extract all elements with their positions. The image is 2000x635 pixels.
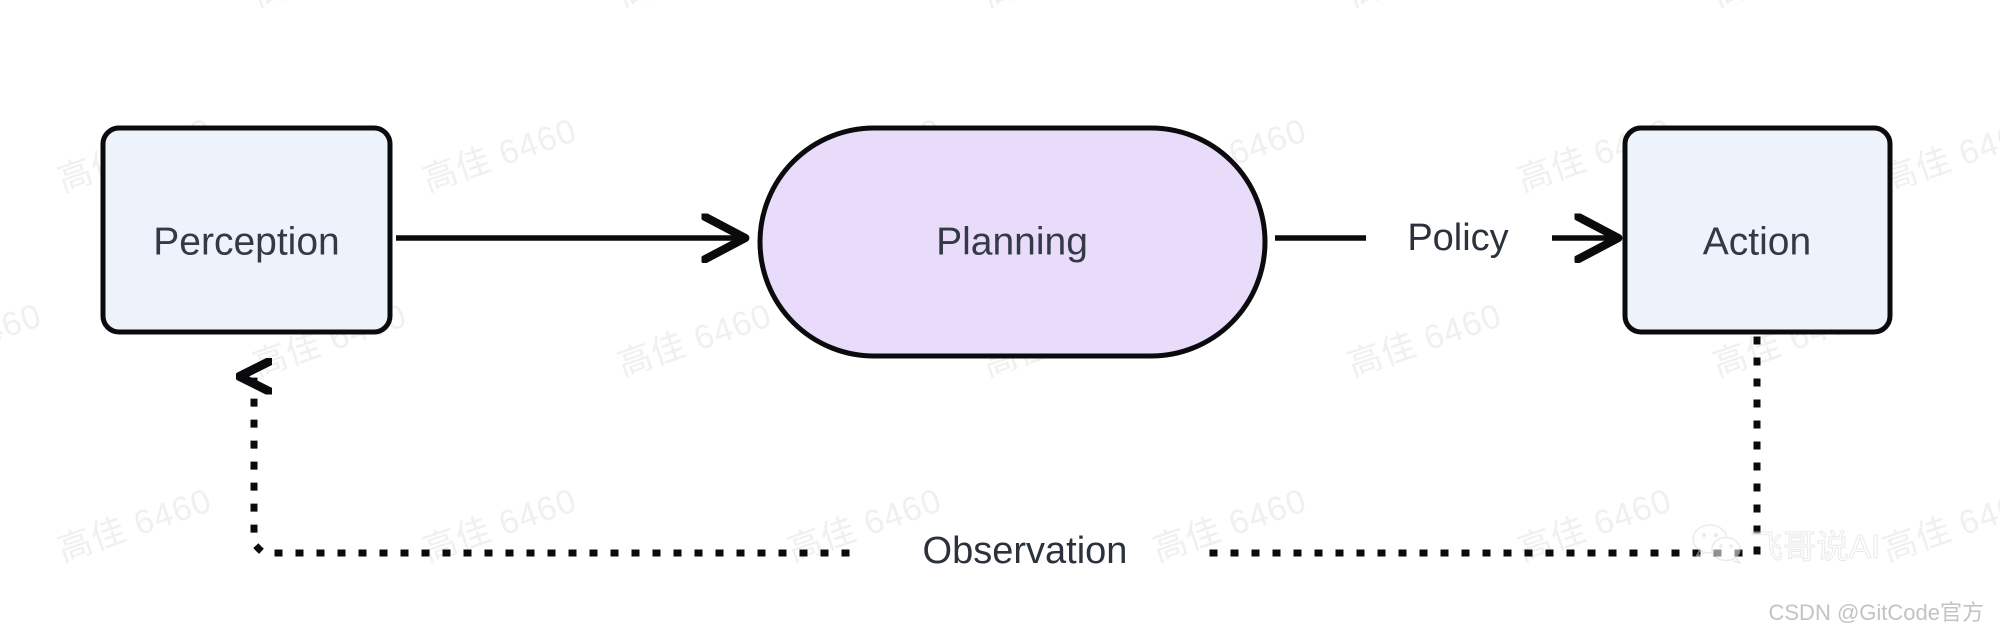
edge-observation-path-left: [254, 368, 850, 557]
node-planning[interactable]: Planning: [757, 125, 1268, 359]
edge-label-policy: Policy: [1407, 217, 1508, 259]
node-perception-label: Perception: [153, 220, 339, 263]
edge-observation-path-right: [1201, 336, 1761, 557]
csdn-credit: CSDN @GitCode官方: [1768, 600, 1985, 625]
node-perception[interactable]: Perception: [100, 125, 393, 335]
node-action[interactable]: Action: [1622, 125, 1893, 335]
node-action-label: Action: [1703, 220, 1811, 263]
edge-label-observation: Observation: [923, 530, 1128, 572]
node-planning-label: Planning: [936, 220, 1088, 263]
node-perception-shape: [100, 125, 393, 335]
node-action-shape: [1622, 125, 1893, 335]
edge-planning-to-action: Policy: [1275, 217, 1615, 259]
edge-action-to-perception: Observation: [254, 336, 1761, 572]
node-planning-shape: [757, 125, 1268, 359]
